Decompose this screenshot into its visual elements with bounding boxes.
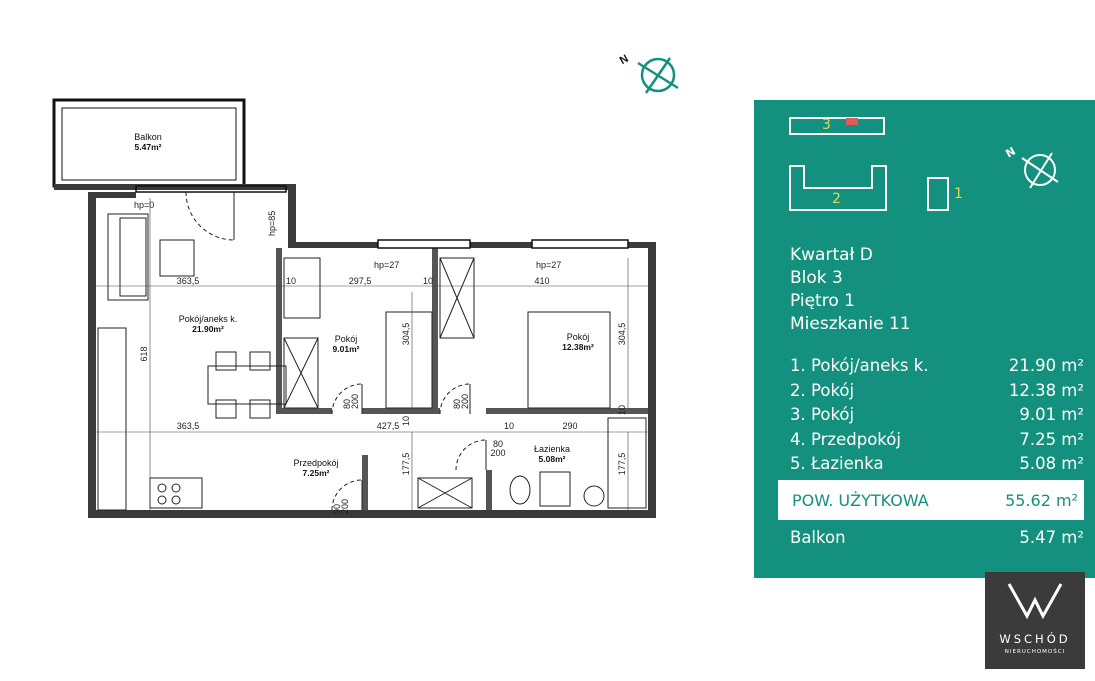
apartment-header: Kwartał D Blok 3 Piętro 1 Mieszkanie 11 — [790, 244, 911, 336]
room-name-living: Pokój/aneks k. — [179, 314, 238, 324]
room-row: 1. Pokój/aneks k. 21.90 m² — [790, 354, 1084, 379]
dimension-text: 177,5 — [401, 453, 411, 476]
floor-plan: N — [52, 53, 679, 518]
dimension-text: 363,5 — [177, 276, 200, 286]
mini-label-block-1: 1 — [954, 186, 963, 202]
room-row-label: 5. Łazienka — [790, 454, 884, 473]
door-size: 200 — [340, 499, 350, 514]
block-label: Blok 3 — [790, 268, 843, 288]
dimension-text: 10 — [504, 421, 514, 431]
door-size: 80 — [342, 399, 352, 409]
current-flat-marker — [846, 118, 858, 125]
dimension-text: 304,5 — [617, 323, 627, 346]
room-area-balkon: 5.47m² — [135, 142, 162, 152]
dimension-text: 304,5 — [401, 323, 411, 346]
quarter-label: Kwartał D — [790, 245, 873, 265]
height-mark: hp=27 — [536, 260, 561, 270]
balcony-value: 5.47 m² — [1019, 528, 1084, 547]
company-logo: WSCHÓD NIERUCHOMOŚCI — [985, 572, 1085, 669]
room-row: 4. Przedpokój 7.25 m² — [790, 428, 1084, 453]
door-size: 80 — [452, 399, 462, 409]
room-area-pokoj-2: 12.38m² — [562, 342, 594, 352]
room-area-przedpokoj: 7.25m² — [303, 468, 330, 478]
usable-area-box: POW. UŻYTKOWA 55.62 m² — [778, 480, 1084, 520]
compass-icon — [637, 57, 679, 94]
windows — [135, 185, 629, 249]
dimension-text: 177,5 — [617, 453, 627, 476]
room-area-lazienka: 5.08m² — [539, 454, 566, 464]
logo-mark-icon — [1007, 583, 1063, 620]
balcony-area-row: Balkon 5.47 m² — [790, 528, 1084, 547]
room-name-balkon: Balkon — [134, 132, 162, 142]
apartment-label: Mieszkanie 11 — [790, 314, 911, 334]
room-row: 2. Pokój 12.38 m² — [790, 379, 1084, 404]
dimension-text: 410 — [534, 276, 549, 286]
dimension-text: 363,5 — [177, 421, 200, 431]
room-row-label: 3. Pokój — [790, 405, 855, 424]
mini-label-block-2: 2 — [832, 191, 841, 207]
dimension-text: 10 — [286, 276, 296, 286]
logo-sub-text: NIERUCHOMOŚCI — [1004, 649, 1066, 655]
usable-area-value: 55.62 m² — [1005, 490, 1078, 510]
door-leaves — [233, 192, 487, 510]
floor-label: Piętro 1 — [790, 291, 855, 311]
building-location-diagram — [789, 117, 1059, 211]
room-area-living: 21.90m² — [192, 324, 224, 334]
room-row-value: 5.08 m² — [1019, 454, 1084, 473]
dimension-text: 10 — [401, 416, 411, 426]
room-row-value: 12.38 m² — [1008, 380, 1084, 400]
dimension-text: 10 — [617, 405, 627, 415]
height-mark: hp=85 — [267, 211, 277, 236]
furniture — [97, 213, 647, 511]
room-name-przedpokoj: Przedpokój — [293, 458, 338, 468]
height-mark: hp=27 — [374, 260, 399, 270]
room-row-value: 9.01 m² — [1019, 405, 1084, 424]
room-row: 5. Łazienka 5.08 m² — [790, 452, 1084, 477]
compass-icon — [1021, 152, 1059, 189]
usable-area-label: POW. UŻYTKOWA — [792, 490, 929, 510]
room-area-pokoj-3: 9.01m² — [333, 344, 360, 354]
dimension-text: 290 — [562, 421, 577, 431]
dimension-lines — [96, 198, 648, 510]
room-row-value: 7.25 m² — [1019, 429, 1084, 449]
door-size: 200 — [490, 448, 505, 458]
mini-label-block-3: 3 — [822, 117, 831, 133]
interior-walls — [276, 248, 648, 510]
door-size: 200 — [350, 394, 360, 409]
room-row-label: 4. Przedpokój — [790, 429, 901, 449]
doors — [185, 191, 487, 511]
door-size: 80 — [493, 439, 503, 449]
balcony-label: Balkon — [790, 528, 846, 547]
room-area-list: 1. Pokój/aneks k. 21.90 m² 2. Pokój 12.3… — [790, 354, 1084, 477]
room-row: 3. Pokój 9.01 m² — [790, 403, 1084, 428]
logo-brand-text: WSCHÓD — [999, 632, 1071, 646]
dimension-text: 297,5 — [349, 276, 372, 286]
dimension-text: 618 — [139, 346, 149, 361]
compass-north-letter: N — [618, 53, 631, 67]
apartment-info-panel: 3 2 1 N Kwartał D Blok 3 Piętro 1 Mieszk… — [754, 100, 1095, 578]
height-mark: hp=0 — [134, 200, 154, 210]
room-row-label: 2. Pokój — [790, 380, 855, 400]
room-name-pokoj-2: Pokój — [567, 332, 590, 342]
room-name-pokoj-3: Pokój — [335, 334, 358, 344]
dimension-text: 10 — [423, 276, 433, 286]
door-size: 90 — [332, 504, 342, 514]
exterior-walls — [54, 184, 656, 518]
room-row-value: 21.90 m² — [1008, 356, 1084, 375]
dimension-text: 427,5 — [377, 421, 400, 431]
room-name-lazienka: Łazienka — [534, 444, 570, 454]
room-row-label: 1. Pokój/aneks k. — [790, 356, 929, 375]
door-size: 200 — [460, 394, 470, 409]
